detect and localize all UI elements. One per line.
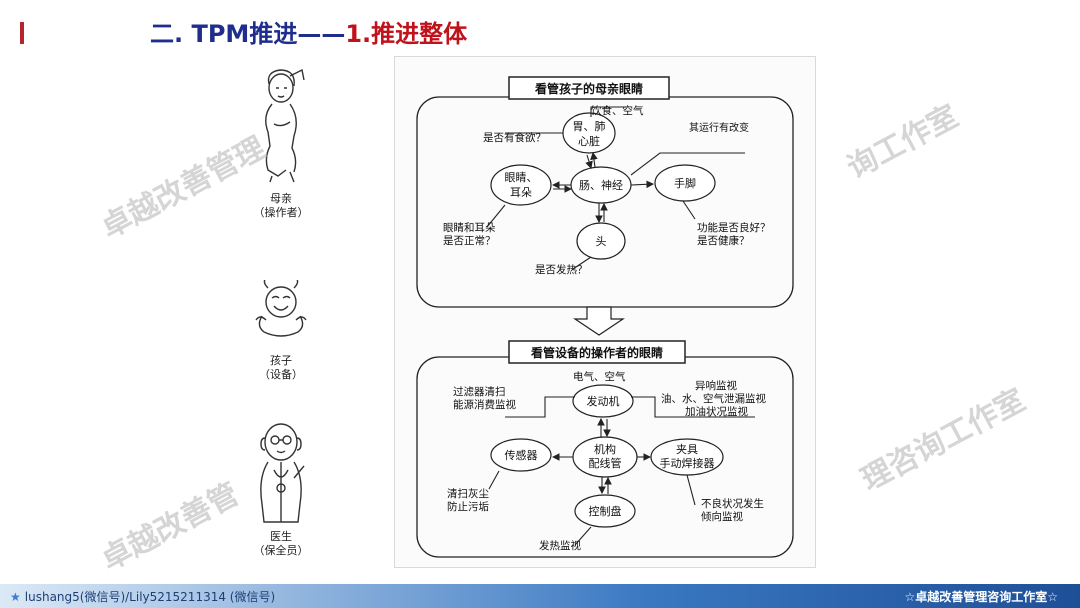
bottom-diagram-header: 看管设备的操作者的眼睛 (531, 345, 663, 360)
child-figure: 孩子 （设备） (250, 280, 312, 340)
mother-caption-role: （操作者） (241, 206, 321, 220)
slide-title: 二. TPM推进——1.推进整体 (150, 14, 467, 49)
footer-studio-name: ☆卓越改善管理咨询工作室☆ (904, 588, 1058, 605)
label-clean2: 防止污垢 (447, 500, 489, 513)
label-eyes-q1: 眼睛和耳朵 (443, 222, 496, 234)
label-other: 其运行有改变 (689, 121, 749, 134)
label-appetite: 是否有食欲？ (483, 131, 546, 144)
doctor-caption-role: （保全员） (241, 544, 321, 558)
watermark-1: 卓越改善管理 (92, 123, 272, 246)
watermark-4: 理咨询工作室 (852, 375, 1032, 498)
title-accent-bar (20, 22, 24, 44)
mother-caption: 母亲 （操作者） (241, 192, 321, 220)
label-defect1: 不良状况发生 (701, 497, 764, 510)
watermark-2: 询工作室 (838, 92, 965, 187)
node-fixture-label: 夹具 (676, 443, 698, 456)
child-caption-role: （设备） (241, 368, 321, 382)
label-clean1: 清扫灰尘 (447, 487, 489, 500)
node-control-panel-label: 控制盘 (589, 504, 622, 518)
doctor-caption: 医生 （保全员） (241, 530, 321, 558)
watermark-3: 卓越改善管 (92, 470, 245, 579)
doctor-illustration (250, 418, 312, 528)
child-caption: 孩子 （设备） (241, 354, 321, 382)
mother-caption-name: 母亲 (241, 192, 321, 206)
node-head-label: 头 (596, 235, 607, 248)
label-abn2: 油、水、空气泄漏监视 (661, 392, 766, 405)
diagram-svg: 看管孩子的母亲眼睛 胃、肺 心脏 眼睛、 耳朵 肠、神经 手脚 头 (395, 57, 815, 567)
label-limb-q2: 是否健康？ (697, 234, 750, 247)
child-caption-name: 孩子 (241, 354, 321, 368)
star-icon: ★ (10, 590, 21, 604)
node-eyes-label: 眼睛、 (505, 171, 538, 184)
label-heat: 发热监视 (539, 539, 581, 552)
node-wiring-label: 配线管 (589, 456, 622, 470)
footer-contact: lushang5(微信号)/Lily5215211314 (微信号) (25, 590, 275, 604)
node-limbs-label: 手脚 (674, 176, 696, 190)
diagram-panel: 看管孩子的母亲眼睛 胃、肺 心脏 眼睛、 耳朵 肠、神经 手脚 头 (394, 56, 816, 568)
node-engine-label: 发动机 (587, 394, 620, 408)
label-food-air: 饮食、空气 (591, 104, 644, 117)
label-fever: 是否发热？ (535, 263, 588, 276)
doctor-figure: 医生 （保全员） (250, 418, 312, 528)
label-abn3: 加油状况监视 (685, 405, 748, 418)
node-mechanism-label: 机构 (594, 442, 616, 456)
node-ears-label: 耳朵 (510, 186, 532, 199)
label-limb-q1: 功能是否良好？ (697, 221, 771, 234)
footer-left: ★ lushang5(微信号)/Lily5215211314 (微信号) (10, 588, 275, 605)
label-abn1: 异响监视 (695, 379, 737, 392)
node-nerve-label: 肠、神经 (579, 178, 623, 192)
node-stomach-label: 胃、肺 (573, 120, 606, 133)
down-arrow-icon (575, 307, 623, 335)
label-defect2: 倾向监视 (701, 510, 743, 523)
label-filter1: 过滤器清扫 (453, 385, 506, 398)
node-heart-label: 心脏 (578, 135, 600, 148)
doctor-caption-name: 医生 (241, 530, 321, 544)
label-filter2: 能源消费监视 (453, 398, 516, 411)
node-sensor-label: 传感器 (505, 449, 538, 462)
top-diagram-header: 看管孩子的母亲眼睛 (535, 81, 643, 96)
slide-title-part1: 二. TPM推进—— (150, 20, 345, 48)
slide-title-part2: 1.推进整体 (345, 20, 467, 48)
label-eyes-q2: 是否正常？ (443, 234, 496, 247)
child-illustration (250, 280, 312, 340)
node-welder-label: 手动焊接器 (660, 456, 715, 470)
label-power: 电气、空气 (573, 370, 626, 383)
footer-bar: ★ lushang5(微信号)/Lily5215211314 (微信号) ☆卓越改… (0, 584, 1080, 608)
